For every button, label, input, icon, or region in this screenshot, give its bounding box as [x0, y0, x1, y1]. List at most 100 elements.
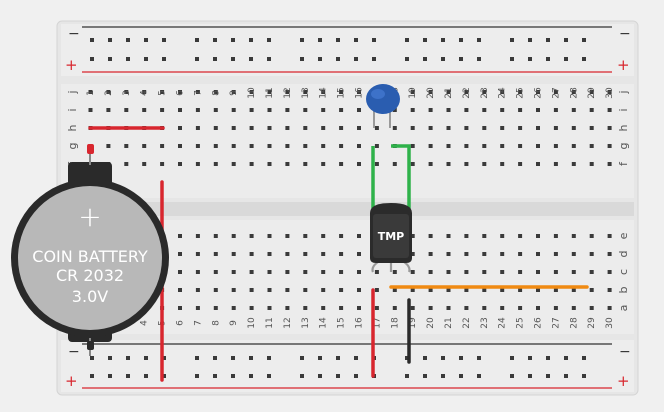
- terminal-hole[interactable]: [339, 306, 344, 310]
- terminal-hole[interactable]: [464, 306, 469, 310]
- rail-hole[interactable]: [459, 356, 463, 360]
- terminal-hole[interactable]: [571, 90, 576, 94]
- terminal-hole[interactable]: [285, 108, 290, 112]
- terminal-hole[interactable]: [446, 108, 451, 112]
- terminal-hole[interactable]: [231, 144, 236, 148]
- rail-hole[interactable]: [405, 356, 409, 360]
- rail-hole[interactable]: [510, 374, 514, 378]
- terminal-hole[interactable]: [428, 306, 433, 310]
- rail-hole[interactable]: [267, 57, 271, 61]
- rail-hole[interactable]: [477, 374, 481, 378]
- rail-hole[interactable]: [318, 356, 322, 360]
- rail-hole[interactable]: [126, 356, 130, 360]
- terminal-hole[interactable]: [160, 162, 165, 166]
- terminal-hole[interactable]: [285, 234, 290, 238]
- terminal-hole[interactable]: [374, 288, 379, 292]
- terminal-hole[interactable]: [410, 90, 415, 94]
- rail-hole[interactable]: [372, 38, 376, 42]
- terminal-hole[interactable]: [178, 252, 182, 256]
- rail-hole[interactable]: [267, 356, 271, 360]
- rail-hole[interactable]: [528, 38, 532, 42]
- rail-hole[interactable]: [108, 356, 112, 360]
- rail-hole[interactable]: [564, 38, 568, 42]
- terminal-hole[interactable]: [392, 108, 397, 112]
- terminal-hole[interactable]: [213, 252, 218, 256]
- terminal-hole[interactable]: [536, 270, 540, 274]
- rail-hole[interactable]: [441, 356, 445, 360]
- terminal-hole[interactable]: [178, 270, 182, 274]
- coin-battery[interactable]: + COIN BATTERY CR 2032 3.0V: [11, 144, 169, 356]
- terminal-hole[interactable]: [428, 288, 433, 292]
- rail-hole[interactable]: [195, 374, 199, 378]
- terminal-hole[interactable]: [518, 144, 523, 148]
- terminal-hole[interactable]: [374, 270, 379, 274]
- terminal-hole[interactable]: [357, 252, 361, 256]
- terminal-hole[interactable]: [607, 234, 612, 238]
- terminal-hole[interactable]: [589, 90, 594, 94]
- terminal-hole[interactable]: [410, 288, 415, 292]
- terminal-hole[interactable]: [285, 162, 290, 166]
- terminal-hole[interactable]: [518, 270, 523, 274]
- terminal-hole[interactable]: [464, 252, 469, 256]
- rail-hole[interactable]: [354, 374, 358, 378]
- terminal-hole[interactable]: [410, 162, 415, 166]
- terminal-hole[interactable]: [589, 252, 594, 256]
- ceramic-capacitor[interactable]: [366, 84, 400, 128]
- rail-hole[interactable]: [213, 57, 217, 61]
- terminal-hole[interactable]: [231, 108, 236, 112]
- terminal-hole[interactable]: [392, 306, 397, 310]
- terminal-hole[interactable]: [482, 162, 487, 166]
- rail-hole[interactable]: [213, 38, 217, 42]
- green-wire-right[interactable]: [391, 144, 411, 213]
- terminal-hole[interactable]: [482, 288, 487, 292]
- terminal-hole[interactable]: [249, 90, 254, 94]
- terminal-hole[interactable]: [374, 162, 379, 166]
- terminal-hole[interactable]: [195, 288, 200, 292]
- terminal-hole[interactable]: [303, 288, 308, 292]
- terminal-hole[interactable]: [553, 126, 558, 130]
- terminal-hole[interactable]: [321, 126, 326, 130]
- terminal-hole[interactable]: [536, 126, 540, 130]
- terminal-hole[interactable]: [285, 288, 290, 292]
- terminal-hole[interactable]: [589, 108, 594, 112]
- terminal-hole[interactable]: [285, 270, 290, 274]
- terminal-hole[interactable]: [446, 288, 451, 292]
- terminal-hole[interactable]: [571, 126, 576, 130]
- terminal-hole[interactable]: [178, 90, 182, 94]
- terminal-hole[interactable]: [553, 306, 558, 310]
- rail-hole[interactable]: [510, 356, 514, 360]
- terminal-hole[interactable]: [482, 90, 487, 94]
- terminal-hole[interactable]: [231, 270, 236, 274]
- terminal-hole[interactable]: [536, 108, 540, 112]
- rail-hole[interactable]: [336, 38, 340, 42]
- terminal-hole[interactable]: [464, 90, 469, 94]
- terminal-hole[interactable]: [321, 252, 326, 256]
- rail-hole[interactable]: [510, 57, 514, 61]
- rail-hole[interactable]: [300, 374, 304, 378]
- terminal-hole[interactable]: [249, 144, 254, 148]
- terminal-hole[interactable]: [231, 234, 236, 238]
- terminal-hole[interactable]: [428, 144, 433, 148]
- terminal-hole[interactable]: [88, 108, 93, 112]
- rail-hole[interactable]: [546, 356, 550, 360]
- terminal-hole[interactable]: [607, 162, 612, 166]
- rail-hole[interactable]: [336, 374, 340, 378]
- terminal-hole[interactable]: [607, 270, 612, 274]
- terminal-hole[interactable]: [195, 126, 200, 130]
- terminal-hole[interactable]: [571, 288, 576, 292]
- terminal-hole[interactable]: [231, 288, 236, 292]
- terminal-hole[interactable]: [446, 126, 451, 130]
- terminal-hole[interactable]: [482, 270, 487, 274]
- terminal-hole[interactable]: [160, 108, 165, 112]
- rail-hole[interactable]: [231, 57, 235, 61]
- terminal-hole[interactable]: [446, 306, 451, 310]
- rail-hole[interactable]: [354, 57, 358, 61]
- terminal-hole[interactable]: [392, 126, 397, 130]
- terminal-hole[interactable]: [589, 288, 594, 292]
- terminal-hole[interactable]: [410, 108, 415, 112]
- terminal-hole[interactable]: [231, 126, 236, 130]
- terminal-hole[interactable]: [231, 162, 236, 166]
- rail-hole[interactable]: [441, 38, 445, 42]
- terminal-hole[interactable]: [464, 126, 469, 130]
- terminal-hole[interactable]: [500, 234, 505, 238]
